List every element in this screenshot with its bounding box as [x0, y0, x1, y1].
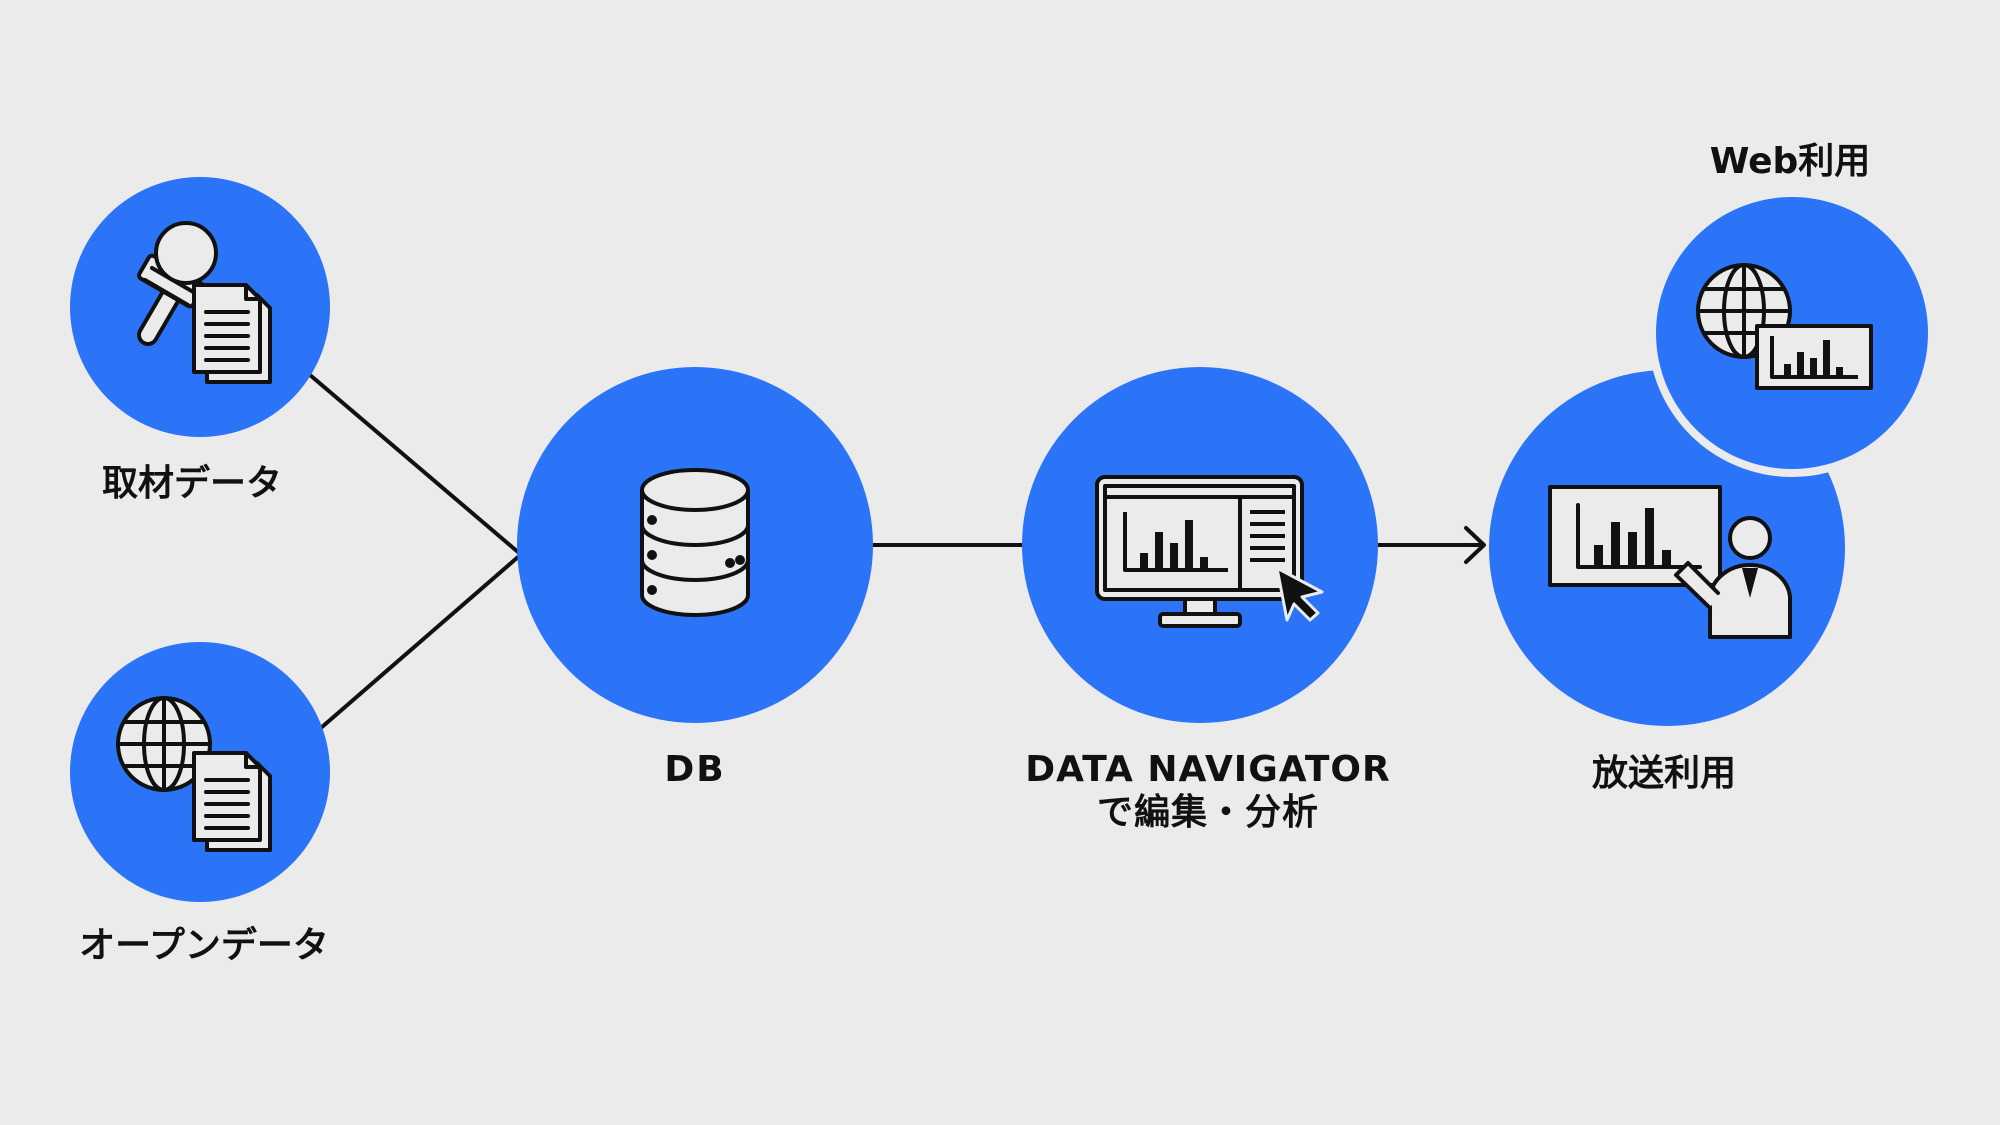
- label-broadcast-use: 放送利用: [1591, 753, 1737, 794]
- arrowhead-icon: [1464, 526, 1486, 564]
- globe-chart-icon: [1696, 263, 1873, 390]
- monitor-chart-icon: [1095, 475, 1324, 628]
- connector-open-to-db: [320, 555, 520, 729]
- label-data-navigator: DATA NAVIGATOR で編集・分析: [1025, 748, 1390, 834]
- label-web-use: Web利用: [1709, 141, 1871, 182]
- microphone-document-icon: [137, 221, 272, 384]
- presenter-chart-icon: [1548, 485, 1792, 639]
- label-data-navigator-line1: DATA NAVIGATOR: [1025, 749, 1391, 790]
- label-interview-data: 取材データ: [101, 463, 283, 504]
- label-db: DB: [664, 749, 726, 790]
- label-data-navigator-line2: で編集・分析: [1096, 792, 1319, 834]
- label-open-data: オープンデータ: [79, 925, 329, 966]
- globe-document-icon: [116, 696, 272, 852]
- connector-interview-to-db: [308, 373, 520, 554]
- database-icon: [640, 468, 750, 617]
